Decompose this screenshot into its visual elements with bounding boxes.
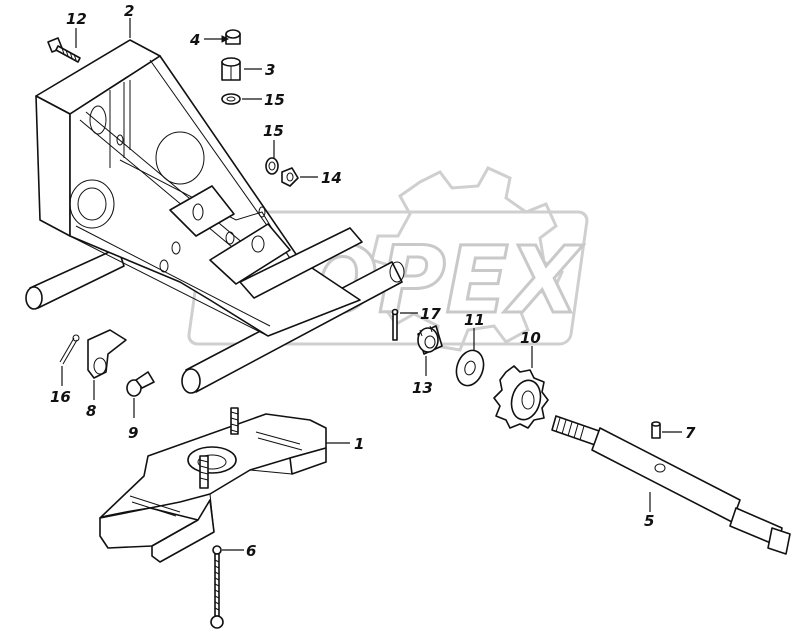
callout-label: 2 bbox=[124, 2, 134, 20]
callout-14: 13 bbox=[412, 356, 433, 397]
part-13-nut bbox=[281, 167, 299, 187]
callout-label: 6 bbox=[246, 542, 256, 560]
part-7-pin bbox=[651, 421, 661, 439]
callout-label: 8 bbox=[86, 402, 96, 420]
callout-label: 12 bbox=[66, 10, 87, 28]
part-3-spacer bbox=[221, 57, 241, 81]
callout-1: 1 bbox=[326, 435, 364, 453]
callout-15-top: 15 bbox=[242, 91, 285, 109]
part-6-bolt bbox=[210, 545, 224, 629]
part-11-washer bbox=[455, 349, 485, 387]
callout-10: 10 bbox=[520, 329, 541, 368]
callout-label: 4 bbox=[189, 31, 200, 49]
part-16-cotter-pin bbox=[59, 334, 80, 365]
callout-12: 12 bbox=[66, 10, 87, 48]
callout-label: 5 bbox=[644, 512, 654, 530]
callout-label: 15 bbox=[263, 122, 284, 140]
callout-label: 15 bbox=[264, 91, 285, 109]
callout-label: 7 bbox=[685, 424, 696, 442]
callout-6: 6 bbox=[222, 542, 256, 560]
part-10-gear bbox=[493, 365, 549, 429]
callout-13: 14 bbox=[300, 169, 342, 187]
callout-label: 11 bbox=[464, 311, 485, 329]
callout-4: 4 bbox=[189, 31, 230, 49]
callout-label: 13 bbox=[412, 379, 433, 397]
callout-15-lower: 15 bbox=[263, 122, 284, 158]
callout-3: 3 bbox=[244, 61, 275, 79]
part-5-shaft bbox=[551, 415, 791, 555]
callout-label: 9 bbox=[128, 424, 138, 442]
callout-8: 8 bbox=[86, 380, 96, 420]
callout-9: 9 bbox=[128, 398, 138, 442]
callout-label: 16 bbox=[50, 388, 71, 406]
part-4-cap-nut bbox=[225, 29, 241, 45]
part-2-bracket bbox=[25, 39, 405, 394]
part-8-clip bbox=[87, 329, 127, 379]
callout-label: 14 bbox=[321, 169, 342, 187]
part-1-base-block bbox=[99, 407, 327, 563]
callout-label: 17 bbox=[420, 305, 441, 323]
callout-label: 1 bbox=[354, 435, 364, 453]
callout-label: 10 bbox=[520, 329, 541, 347]
part-15-washer-lower bbox=[265, 157, 279, 175]
callout-17: 17 bbox=[400, 305, 441, 323]
callout-2: 2 bbox=[124, 2, 134, 38]
part-15-washer-top bbox=[221, 93, 241, 105]
callout-label: 3 bbox=[265, 61, 275, 79]
callout-5: 5 bbox=[644, 492, 654, 530]
part-17-pin bbox=[391, 308, 399, 341]
callout-7: 7 bbox=[662, 424, 696, 442]
watermark-gear-icon bbox=[370, 166, 564, 352]
callout-16: 16 bbox=[50, 366, 71, 406]
callout-11: 11 bbox=[464, 311, 485, 350]
part-12-bolt bbox=[47, 37, 81, 63]
part-14-castle-nut bbox=[417, 325, 443, 355]
part-9-spring-clip bbox=[126, 371, 155, 397]
